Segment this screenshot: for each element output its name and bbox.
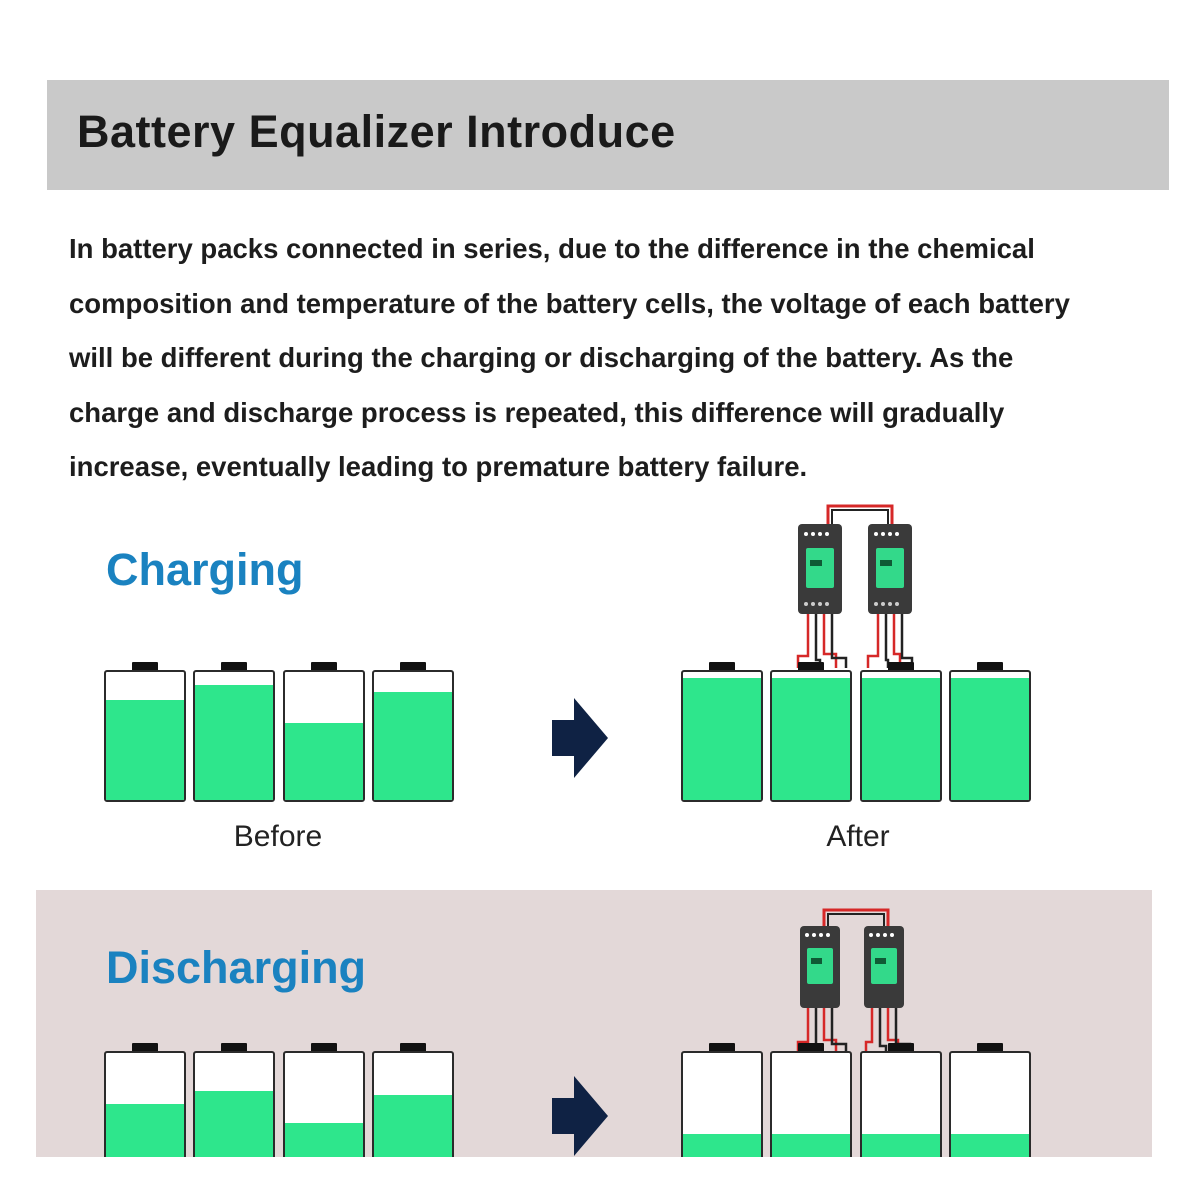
battery-terminal — [709, 1043, 735, 1052]
battery-terminal — [132, 1043, 158, 1052]
battery-fill — [374, 1095, 452, 1157]
equalizer-devices-discharging — [796, 908, 912, 1052]
battery-terminal — [311, 662, 337, 671]
discharging-title: Discharging — [106, 942, 367, 993]
battery-fill — [106, 1104, 184, 1157]
after-label: After — [826, 820, 890, 853]
battery-fill — [374, 692, 452, 800]
battery-charging-before-4 — [372, 670, 454, 802]
battery-terminal — [888, 1043, 914, 1052]
battery-charging-after-4 — [949, 670, 1031, 802]
battery-fill — [951, 678, 1029, 800]
intro-line: charge and discharge process is repeated… — [69, 396, 1005, 428]
battery-fill — [106, 700, 184, 800]
battery-discharging-before-3 — [283, 1051, 365, 1157]
battery-charging-before-2 — [193, 670, 275, 802]
battery-discharging-after-3 — [860, 1051, 942, 1157]
battery-fill — [772, 1133, 850, 1157]
intro-paragraph: In battery packs connected in series, du… — [69, 222, 1194, 495]
battery-fill — [195, 1091, 273, 1157]
intro-line: In battery packs connected in series, du… — [69, 233, 1035, 264]
battery-charging-after-1 — [681, 670, 763, 802]
battery-fill — [195, 684, 273, 800]
battery-fill — [862, 678, 940, 800]
battery-terminal — [798, 662, 824, 671]
battery-terminal — [709, 662, 735, 671]
battery-terminal — [400, 662, 426, 671]
battery-fill — [772, 678, 850, 800]
intro-line: increase, eventually leading to prematur… — [69, 451, 808, 483]
right-arrow-icon — [552, 1076, 608, 1156]
battery-discharging-before-4 — [372, 1051, 454, 1157]
battery-fill — [683, 1133, 761, 1157]
equalizer-devices-charging — [796, 504, 914, 668]
battery-discharging-after-2 — [770, 1051, 852, 1157]
battery-charging-before-3 — [283, 670, 365, 802]
battery-terminal — [977, 1043, 1003, 1052]
battery-terminal — [798, 1043, 824, 1052]
battery-terminal — [311, 1043, 337, 1052]
intro-line: composition and temperature of the batte… — [69, 287, 1070, 319]
battery-terminal — [132, 662, 158, 671]
battery-discharging-after-4 — [949, 1051, 1031, 1157]
battery-charging-after-2 — [770, 670, 852, 802]
intro-line: will be different during the charging or… — [69, 342, 1014, 374]
battery-fill — [285, 1123, 363, 1157]
battery-terminal — [221, 662, 247, 671]
battery-terminal — [400, 1043, 426, 1052]
battery-terminal — [977, 662, 1003, 671]
before-label: Before — [233, 820, 323, 853]
battery-terminal — [888, 662, 914, 671]
battery-discharging-after-1 — [681, 1051, 763, 1157]
battery-discharging-before-2 — [193, 1051, 275, 1157]
page-title: Battery Equalizer Introduce — [77, 106, 676, 157]
battery-charging-after-3 — [860, 670, 942, 802]
battery-charging-before-1 — [104, 670, 186, 802]
battery-fill — [683, 678, 761, 800]
battery-fill — [951, 1133, 1029, 1157]
battery-terminal — [221, 1043, 247, 1052]
right-arrow-icon — [552, 698, 608, 778]
battery-discharging-before-1 — [104, 1051, 186, 1157]
discharging-panel: Discharging — [36, 890, 1152, 1157]
battery-fill — [862, 1133, 940, 1157]
charging-title: Charging — [106, 544, 304, 595]
header-band: Battery Equalizer Introduce — [47, 80, 1169, 190]
battery-fill — [285, 723, 363, 800]
